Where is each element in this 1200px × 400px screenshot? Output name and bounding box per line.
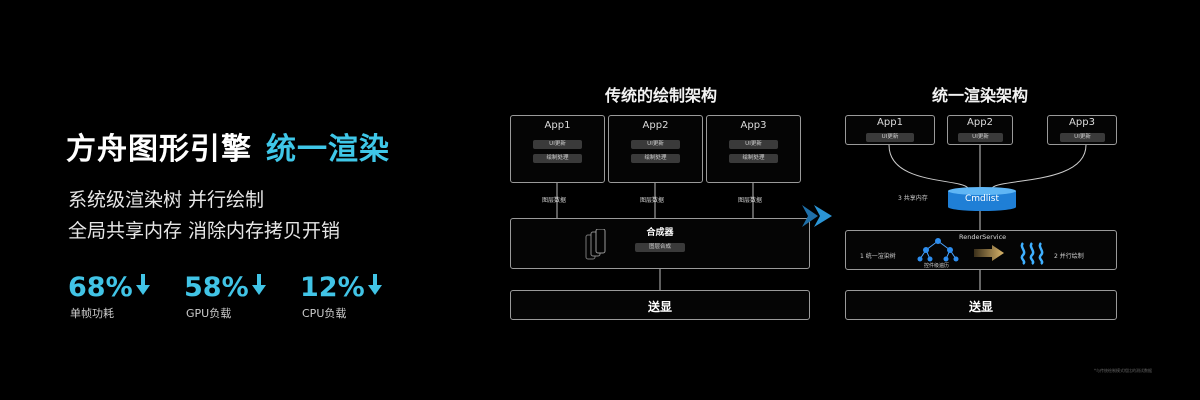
cmdlist-cylinder-icon — [948, 187, 1016, 211]
shared-memory-label: 3 共享内存 — [898, 195, 928, 202]
arrow-down-icon — [251, 274, 266, 295]
unified-tree-label: 1 统一渲染树 — [860, 253, 896, 260]
headline-main: 方舟图形引擎 — [66, 132, 252, 167]
left-app-box-1: App1 UI更新 绘制处理 — [510, 115, 605, 183]
display-label: 送显 — [647, 300, 672, 314]
step-pill: UI更新 — [533, 140, 582, 149]
stat-cpu-label: CPU负载 — [302, 307, 347, 320]
stat-gpu-value: 58% — [184, 272, 249, 303]
render-service-box: RenderService 1 统一渲染树 控件级遍历 2 并行绘制 — [845, 230, 1117, 270]
stat-cpu-value: 12% — [300, 272, 365, 303]
layer-data-label: 图层数据 — [738, 197, 763, 204]
step-pill: 绘制处理 — [729, 154, 778, 163]
feature-line-1: 系统级渲染树 并行绘制 — [68, 189, 265, 211]
step-pill: 绘制处理 — [631, 154, 680, 163]
step-pill: UI更新 — [729, 140, 778, 149]
compositor-box: 合成器 图层合成 — [510, 218, 810, 269]
app-name: App3 — [740, 120, 767, 131]
arrow-right-icon — [974, 245, 1004, 261]
step-pill: 绘制处理 — [533, 154, 582, 163]
parallel-draw-label: 2 并行绘制 — [1054, 253, 1084, 260]
compositor-title: 合成器 — [646, 228, 674, 238]
stat-power-value: 68% — [68, 272, 133, 303]
parallel-wave-icon — [1020, 242, 1044, 265]
render-service-title: RenderService — [959, 233, 1007, 241]
layer-composite-pill: 图层合成 — [635, 243, 685, 252]
layers-icon — [585, 229, 606, 260]
layer-data-label: 图层数据 — [542, 197, 567, 204]
step-pill: UI更新 — [631, 140, 680, 149]
app-name: App2 — [967, 117, 993, 128]
app-name: App1 — [877, 117, 903, 128]
headline: 方舟图形引擎统一渲染 — [66, 124, 390, 168]
display-label: 送显 — [968, 300, 993, 314]
render-tree-icon — [917, 238, 959, 262]
stat-power-label: 单帧功耗 — [70, 307, 114, 320]
step-pill: UI更新 — [866, 133, 914, 142]
stat-gpu: 58% GPU负载 — [184, 272, 267, 321]
right-app-box-2: App2 UI更新 — [947, 115, 1013, 145]
footnote: *与传统绘制模式相比的测试数据 — [1094, 368, 1152, 373]
stat-cpu: 12% CPU负载 — [300, 272, 383, 321]
stat-power: 68% 单帧功耗 — [68, 272, 151, 321]
right-app-box-3: App3 UI更新 — [1047, 115, 1117, 145]
arrow-down-icon — [367, 274, 382, 295]
app-name: App2 — [642, 120, 669, 131]
app-name: App1 — [544, 120, 571, 131]
traditional-architecture-title: 传统的绘制架构 — [604, 86, 717, 105]
left-display-box: 送显 — [510, 290, 810, 320]
headline-accent: 统一渲染 — [266, 132, 390, 167]
chevron-right-icon — [802, 205, 832, 227]
step-pill: UI更新 — [958, 133, 1003, 142]
step-pill: UI更新 — [1060, 133, 1105, 142]
layer-data-label: 图层数据 — [640, 197, 665, 204]
feature-line-2: 全局共享内存 消除内存拷贝开销 — [68, 220, 341, 242]
left-app-box-2: App2 UI更新 绘制处理 — [608, 115, 703, 183]
right-display-box: 送显 — [845, 290, 1117, 320]
arrow-down-icon — [135, 274, 150, 295]
app-name: App3 — [1069, 117, 1095, 128]
stat-gpu-label: GPU负载 — [186, 307, 232, 320]
unified-architecture-title: 统一渲染架构 — [931, 86, 1028, 105]
right-app-box-1: App1 UI更新 — [845, 115, 935, 145]
cmdlist-label: Cmdlist — [965, 194, 999, 204]
widget-traversal-label: 控件级遍历 — [924, 263, 950, 269]
left-app-box-3: App3 UI更新 绘制处理 — [706, 115, 801, 183]
